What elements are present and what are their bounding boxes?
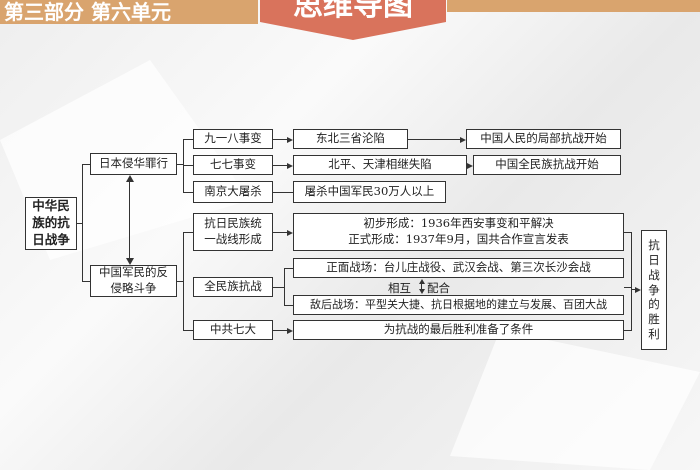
connector-line — [624, 232, 632, 234]
connector-line — [82, 164, 90, 166]
connector-line — [624, 287, 632, 289]
united-front-line: 初步形成：1936年西安事变和平解决 — [363, 216, 554, 231]
congress-box: 中共七大 — [193, 320, 273, 340]
arrow-right-icon — [467, 163, 473, 169]
arrow-up-icon — [126, 175, 134, 182]
banner-title-text: 思维导图 — [293, 0, 413, 23]
connector-line — [183, 232, 185, 331]
result-box: 北平、天津相继失陷 — [293, 155, 467, 175]
connector-line — [183, 232, 193, 234]
arrow-right-icon — [287, 230, 293, 236]
outcome-box: 中国全民族抗战开始 — [473, 155, 621, 175]
result-box: 屠杀中国军民30万人以上 — [293, 181, 446, 203]
result-box: 东北三省沦陷 — [293, 129, 408, 149]
united-front-box: 抗日民族统一战线形成 — [193, 213, 273, 251]
mutual-label: 相互 — [388, 281, 411, 295]
arrow-down-icon — [126, 258, 134, 265]
rear-battlefield: 敌后战场：平型关大捷、抗日根据地的建立与发展、百团大战 — [293, 295, 624, 315]
connector-line — [273, 139, 287, 141]
connector-line — [284, 268, 286, 306]
connector-line — [183, 192, 193, 194]
congress-result: 为抗战的最后胜利准备了条件 — [293, 320, 624, 340]
connector-line — [408, 139, 460, 141]
section-header-right — [447, 0, 700, 12]
arrow-right-icon — [635, 287, 641, 293]
root-node: 中华民族的抗日战争 — [25, 197, 77, 250]
branch-resistance: 中国军民的反侵略斗争 — [90, 265, 177, 297]
arrow-right-icon — [287, 137, 293, 143]
connector-line — [273, 232, 287, 234]
section-header: 第三部分 第六单元 — [0, 0, 258, 24]
connector-line — [273, 287, 285, 289]
section-header-label: 第三部分 第六单元 — [4, 0, 171, 24]
connector-line — [284, 305, 293, 307]
connector-line — [77, 223, 83, 225]
united-front-detail: 初步形成：1936年西安事变和平解决 正式形成：1937年9月，国共合作宣言发表 — [293, 213, 624, 251]
double-arrow — [129, 180, 131, 260]
arrow-right-icon — [287, 163, 293, 169]
connector-line — [183, 165, 193, 167]
connector-line — [273, 192, 293, 194]
connector-line — [631, 289, 635, 291]
branch-japan-crimes: 日本侵华罪行 — [90, 153, 177, 175]
mutual-arrow — [421, 283, 423, 289]
connector-line — [183, 330, 193, 332]
connector-line — [82, 164, 84, 282]
front-battlefield: 正面战场：台儿庄战役、武汉会战、第三次长沙会战 — [293, 258, 624, 278]
war-box: 全民族抗战 — [193, 277, 273, 297]
connector-line — [82, 281, 90, 283]
victory-box: 抗日战争的胜利 — [641, 230, 667, 350]
event-box: 七七事变 — [193, 155, 273, 175]
connector-line — [631, 232, 633, 331]
event-box: 九一八事变 — [193, 129, 273, 149]
connector-line — [177, 281, 183, 283]
mutual-arrow-down-icon — [419, 289, 425, 294]
background-shape — [450, 330, 700, 470]
connector-line — [624, 330, 632, 332]
connector-line — [177, 164, 183, 166]
banner-title: 思维导图 — [260, 0, 446, 40]
mutual-arrow-up-icon — [419, 279, 425, 284]
connector-line — [273, 165, 287, 167]
mutual-label: 配合 — [427, 281, 450, 295]
arrow-right-icon — [287, 328, 293, 334]
united-front-line: 正式形成：1937年9月，国共合作宣言发表 — [348, 232, 569, 246]
connector-line — [273, 330, 287, 332]
event-box: 南京大屠杀 — [193, 181, 273, 203]
outcome-box: 中国人民的局部抗战开始 — [466, 129, 621, 149]
connector-line — [183, 139, 193, 141]
arrow-right-icon — [460, 137, 466, 143]
connector-line — [284, 268, 293, 270]
